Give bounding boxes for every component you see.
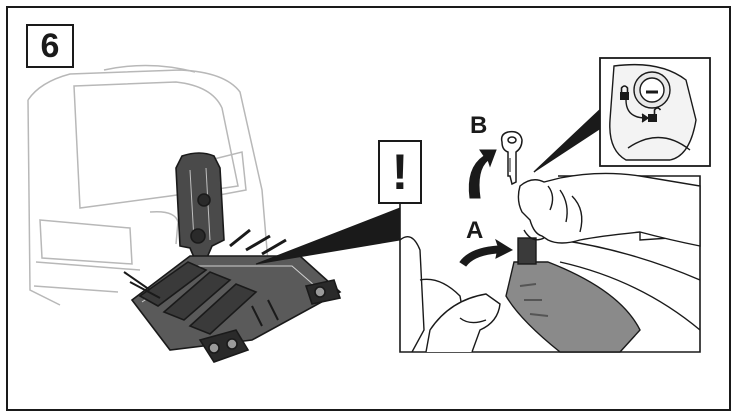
callout-label-b: B <box>470 112 488 139</box>
instruction-frame <box>6 6 731 411</box>
arrow-b-icon <box>468 149 497 199</box>
lock-inset-art <box>609 63 697 161</box>
arrow-a-icon <box>459 238 514 267</box>
key-icon <box>500 130 523 186</box>
lock-closed-icon <box>620 85 629 100</box>
warning-icon: ! <box>378 140 422 204</box>
bike-rack-illustration <box>123 152 342 363</box>
zoom-wedge <box>255 207 401 265</box>
detail-scene-art <box>399 172 701 353</box>
lock-open-icon <box>648 107 662 122</box>
callout-label-a: A <box>466 217 484 244</box>
step-number: 6 <box>26 24 74 68</box>
